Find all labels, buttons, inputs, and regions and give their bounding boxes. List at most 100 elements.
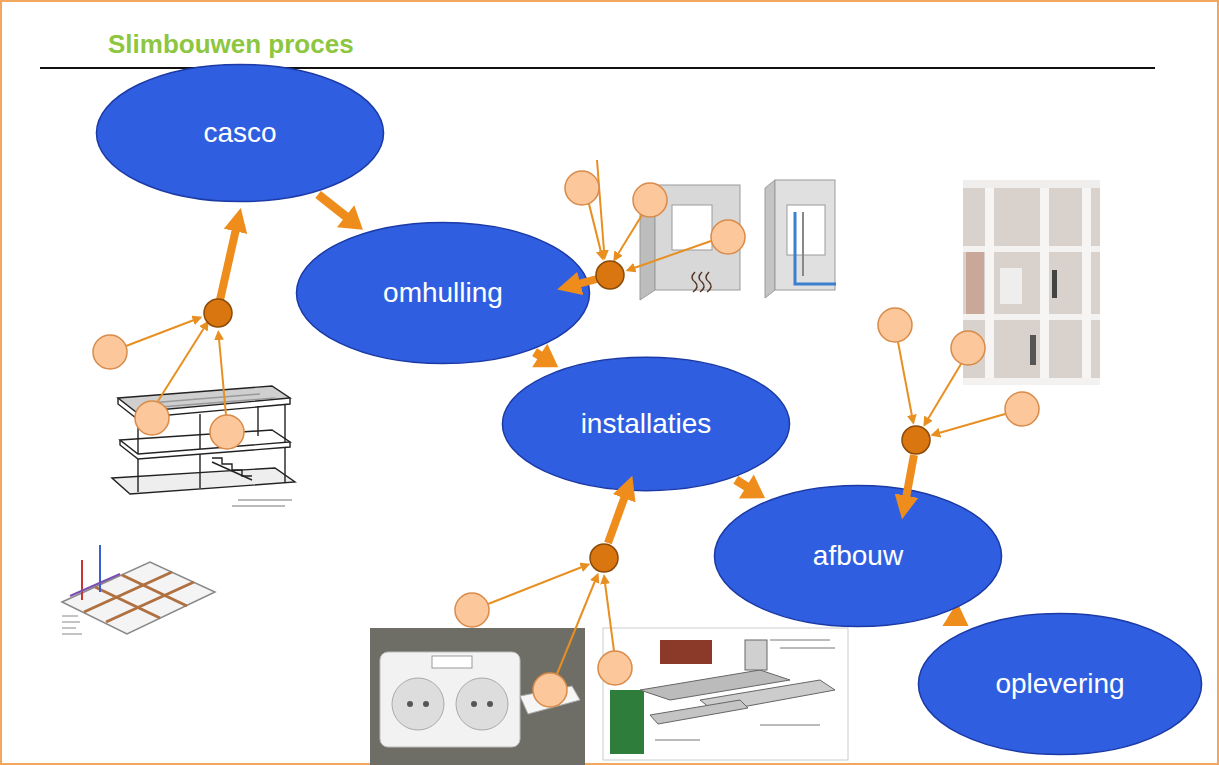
- wall-panel-pipe: [765, 180, 836, 298]
- flow-arrow: [736, 475, 765, 499]
- arrow-head: [739, 475, 765, 499]
- building-sketch: [112, 468, 295, 494]
- floor-plan-sketch: [95, 587, 160, 618]
- building-sketch: [284, 447, 285, 482]
- input-circles: [533, 673, 567, 707]
- building-sketch: [120, 440, 290, 459]
- wall-panel-pipe: [802, 212, 804, 276]
- socket-photo: [370, 628, 585, 765]
- floor-plan-sketch: [122, 575, 187, 606]
- input-circles: [878, 308, 912, 342]
- building-model-photo: [1040, 188, 1049, 378]
- building-sketch: [199, 414, 200, 449]
- floor-plan-sketch: [62, 622, 80, 623]
- socket-photo: [370, 628, 585, 765]
- process-ellipse: omhulling: [295, 221, 591, 365]
- building-sketch: [212, 462, 252, 480]
- building-model-photo: [1000, 268, 1022, 304]
- building-model-photo: [1030, 335, 1036, 365]
- hub-dots: [596, 261, 624, 289]
- process-ellipse: oplevering: [917, 612, 1203, 756]
- arrow-head: [337, 205, 363, 230]
- input-leader-lines: [618, 215, 642, 254]
- building-sketch: [137, 459, 138, 492]
- hub-arrows: [578, 279, 597, 284]
- socket-photo: [380, 652, 520, 747]
- duct-drawing: [745, 640, 767, 670]
- hub-dots: [204, 299, 232, 327]
- building-sketch: [160, 398, 275, 407]
- input-circles: [951, 331, 985, 365]
- duct-drawing: [770, 640, 830, 641]
- building-model-photo: [966, 252, 984, 314]
- input-leader-lines: [634, 241, 711, 268]
- socket-photo: [407, 701, 413, 707]
- building-sketch: [199, 454, 200, 488]
- building-sketch: [284, 404, 285, 442]
- node-label: installaties: [581, 408, 712, 440]
- hub-arrows: [220, 229, 914, 543]
- input-leader-lines: [219, 339, 226, 415]
- wall-panel-window: [706, 272, 711, 292]
- floor-plan-sketch: [62, 628, 76, 629]
- hub-dots: [902, 426, 930, 454]
- node-label: oplevering: [995, 668, 1124, 700]
- duct-drawing: [780, 648, 835, 649]
- floor-plan-sketch: [62, 634, 82, 635]
- input-circles: [1005, 392, 1039, 426]
- input-leader-lines: [898, 342, 912, 416]
- hub-arrows: [906, 455, 914, 498]
- node-label: omhulling: [383, 277, 503, 309]
- input-leader-lines: [488, 567, 582, 604]
- node-label: afbouw: [813, 540, 903, 572]
- floor-plan-sketch: [62, 545, 215, 634]
- building-sketch: [257, 406, 258, 436]
- socket-photo: [432, 656, 472, 668]
- input-circles: [633, 183, 667, 217]
- input-circles: [210, 415, 244, 449]
- input-circles: [565, 171, 599, 205]
- building-model-photo: [985, 188, 994, 378]
- building-sketch: [232, 506, 285, 507]
- floor-plan-sketch: [81, 560, 83, 600]
- ellipse-shape: [502, 357, 789, 490]
- flow-arrow: [318, 195, 363, 230]
- wall-panel-pipe: [795, 212, 836, 284]
- hub-dots: [204, 261, 930, 572]
- building-model-photo: [963, 378, 1100, 385]
- input-leader-lines: [126, 160, 1005, 674]
- arrow-shaft: [736, 480, 748, 488]
- wall-panel-window: [692, 272, 697, 292]
- input-circles: [711, 220, 745, 254]
- input-leader-lines: [928, 364, 961, 419]
- building-model-photo: [1052, 270, 1057, 298]
- duct-drawing: [760, 725, 820, 726]
- ellipse-shape: [918, 613, 1201, 754]
- input-leader-lines: [158, 328, 204, 401]
- duct-drawing: [660, 640, 712, 664]
- duct-drawing: [655, 740, 700, 741]
- input-circles: [598, 651, 632, 685]
- arrow-shaft: [318, 195, 347, 218]
- wall-panel-window: [699, 272, 704, 292]
- input-leader-lines: [126, 320, 194, 346]
- building-model-photo: [1082, 188, 1091, 378]
- hub-dots: [590, 544, 618, 572]
- slide-title: Slimbouwen proces: [108, 29, 354, 60]
- input-leader-lines: [605, 583, 614, 651]
- wall-panel-pipe: [787, 205, 825, 255]
- building-model-photo: [963, 180, 1100, 188]
- process-ellipse: afbouw: [713, 484, 1003, 628]
- socket-photo: [456, 678, 508, 730]
- input-leader-lines: [589, 204, 601, 252]
- building-sketch: [238, 500, 292, 501]
- ellipse-shape: [296, 222, 589, 363]
- wall-panel-pipe: [765, 180, 775, 298]
- duct-drawing: [603, 628, 848, 760]
- building-sketch: [150, 394, 260, 403]
- input-circles: [135, 401, 169, 435]
- hub-arrows: [220, 229, 236, 300]
- duct-drawing: [650, 700, 748, 724]
- floor-plan-sketch: [70, 574, 120, 596]
